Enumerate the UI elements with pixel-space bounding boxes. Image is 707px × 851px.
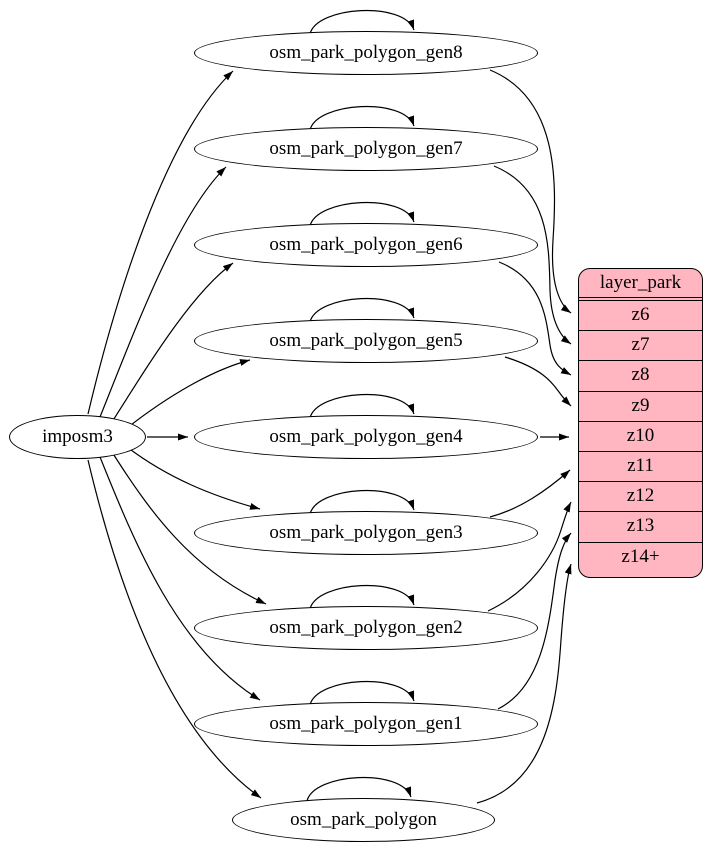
edge-imposm3-gen1 xyxy=(99,456,261,701)
layer-park-node: layer_park z6 z7 z8 z9 z10 z11 z12 z13 z… xyxy=(578,268,703,578)
layer-row-z14: z14+ xyxy=(579,541,702,570)
edge-imposm3-gen2 xyxy=(111,451,267,605)
table-node-label: osm_park_polygon_gen1 xyxy=(269,713,463,734)
table-node-label: osm_park_polygon_gen5 xyxy=(269,330,463,351)
edge-gen7-z7 xyxy=(493,165,572,345)
self-loop-gen5 xyxy=(309,297,415,323)
table-node-osm-park-polygon-gen8: osm_park_polygon_gen8 xyxy=(194,31,538,75)
table-node-osm-park-polygon-gen1: osm_park_polygon_gen1 xyxy=(194,702,538,746)
table-node-label: osm_park_polygon_gen2 xyxy=(269,617,463,638)
edge-gen5-z9 xyxy=(504,356,572,407)
table-node-osm-park-polygon-gen7: osm_park_polygon_gen7 xyxy=(194,127,538,171)
layer-row-z13: z13 xyxy=(579,511,702,539)
edge-gen8-z6 xyxy=(489,69,572,314)
self-loop-gen1 xyxy=(309,680,415,706)
table-node-osm-park-polygon-gen2: osm_park_polygon_gen2 xyxy=(194,606,538,650)
table-node-label: osm_park_polygon_gen8 xyxy=(269,42,463,63)
table-node-label: osm_park_polygon_gen4 xyxy=(269,426,463,447)
edge-imposm3-gen7 xyxy=(99,166,227,418)
layer-row-z11: z11 xyxy=(579,450,702,479)
self-loop-gen4 xyxy=(309,393,415,419)
edge-osm-park-polygon-z14 xyxy=(476,563,572,804)
edge-imposm3-gen5 xyxy=(126,359,251,429)
table-node-label: osm_park_polygon_gen6 xyxy=(269,234,463,255)
edge-gen3-z11 xyxy=(489,469,571,518)
edge-imposm3-osm-park-polygon xyxy=(87,459,262,799)
edge-imposm3-gen8 xyxy=(87,70,234,415)
source-node-imposm3: imposm3 xyxy=(9,415,146,459)
layer-title: layer_park xyxy=(579,269,702,298)
self-loop-gen2 xyxy=(309,584,415,610)
layer-row-z7: z7 xyxy=(579,330,702,358)
layer-row-z12: z12 xyxy=(579,481,702,509)
table-node-label: osm_park_polygon xyxy=(290,809,437,830)
edge-gen1-z13 xyxy=(497,532,572,710)
table-node-osm-park-polygon-gen3: osm_park_polygon_gen3 xyxy=(194,511,538,555)
table-node-osm-park-polygon-gen5: osm_park_polygon_gen5 xyxy=(194,319,538,363)
table-node-osm-park-polygon: osm_park_polygon xyxy=(232,798,495,842)
source-node-label: imposm3 xyxy=(42,426,113,447)
self-loop-gen3 xyxy=(309,489,415,515)
table-node-osm-park-polygon-gen4: osm_park_polygon_gen4 xyxy=(194,415,538,459)
layer-row-z10: z10 xyxy=(579,420,702,449)
edge-imposm3-gen6 xyxy=(111,262,234,423)
layer-row-z9: z9 xyxy=(579,390,702,419)
table-node-label: osm_park_polygon_gen3 xyxy=(269,522,463,543)
edge-gen2-z12 xyxy=(487,501,572,612)
self-loop-osm-park-polygon xyxy=(306,776,412,802)
table-node-label: osm_park_polygon_gen7 xyxy=(269,138,463,159)
layer-row-z6: z6 xyxy=(579,300,702,328)
edge-gen6-z8 xyxy=(498,261,572,376)
self-loop-gen8 xyxy=(309,9,415,35)
table-node-osm-park-polygon-gen6: osm_park_polygon_gen6 xyxy=(194,223,538,267)
self-loop-gen6 xyxy=(309,201,415,227)
layer-row-z8: z8 xyxy=(579,360,702,388)
self-loop-gen7 xyxy=(309,105,415,131)
edge-imposm3-gen3 xyxy=(126,446,261,510)
